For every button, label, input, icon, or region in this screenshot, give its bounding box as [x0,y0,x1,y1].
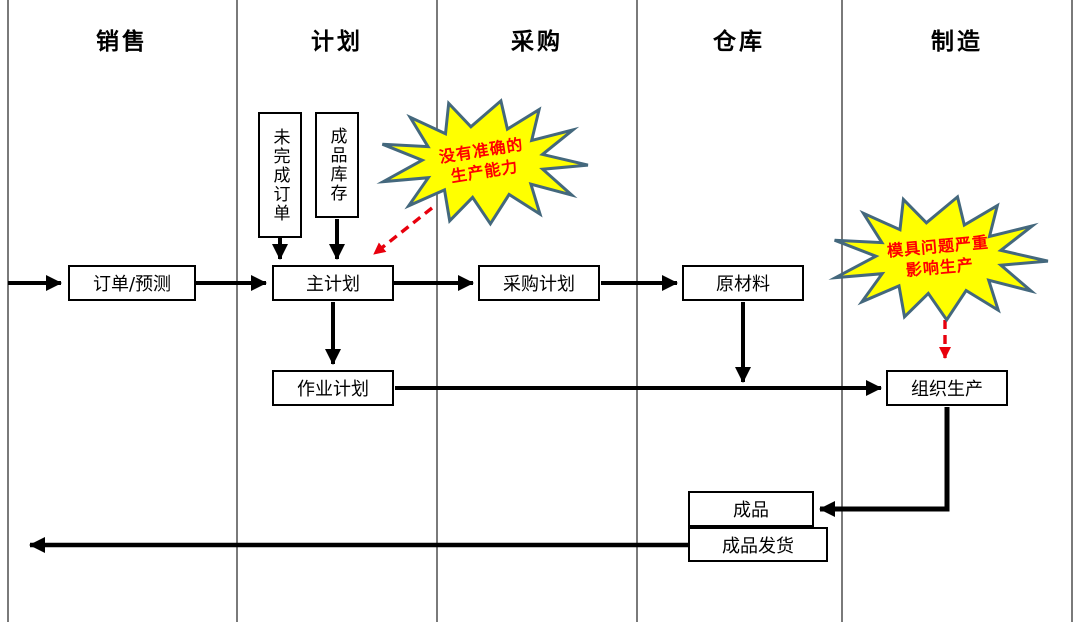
issue-arrows [372,206,951,359]
node-finished-goods: 成品 [688,491,814,527]
lane-header-sales: 销售 [96,29,148,55]
node-work-plan: 作业计划 [272,370,394,406]
node-organize-production: 组织生产 [886,370,1008,406]
node-purchase-plan: 采购计划 [478,265,600,301]
lane-header-manufacturing: 制造 [931,29,983,55]
node-order-forecast: 订单/预测 [68,265,196,301]
lane-header-warehouse: 仓库 [713,29,765,55]
starburst-icon [828,194,1049,323]
node-unfinished-orders: 未完成订单 [258,112,302,238]
node-finished-goods-inventory: 成品库存 [315,112,359,218]
node-finished-goods-shipment: 成品发货 [688,527,828,562]
lane-header-purchasing: 采购 [511,29,563,55]
mold-warning-line2: 影响生产 [905,255,975,280]
lane-header-planning: 计划 [311,29,363,55]
capacity-warning-callout: 没有准确的 生产能力 [374,96,592,228]
starburst-icon [376,98,589,227]
dashed-arrow-capacity-to-master-plan [372,206,434,256]
flow-arrows [8,219,950,553]
node-raw-materials: 原材料 [682,265,804,301]
mold-warning-callout: 模具问题严重 影响生产 [826,192,1052,324]
arrow-organize-to-finished-goods [819,407,950,517]
lane-dividers [7,0,1073,622]
mold-warning-text: 模具问题严重 影响生产 [821,182,1058,333]
node-master-plan: 主计划 [272,265,394,301]
